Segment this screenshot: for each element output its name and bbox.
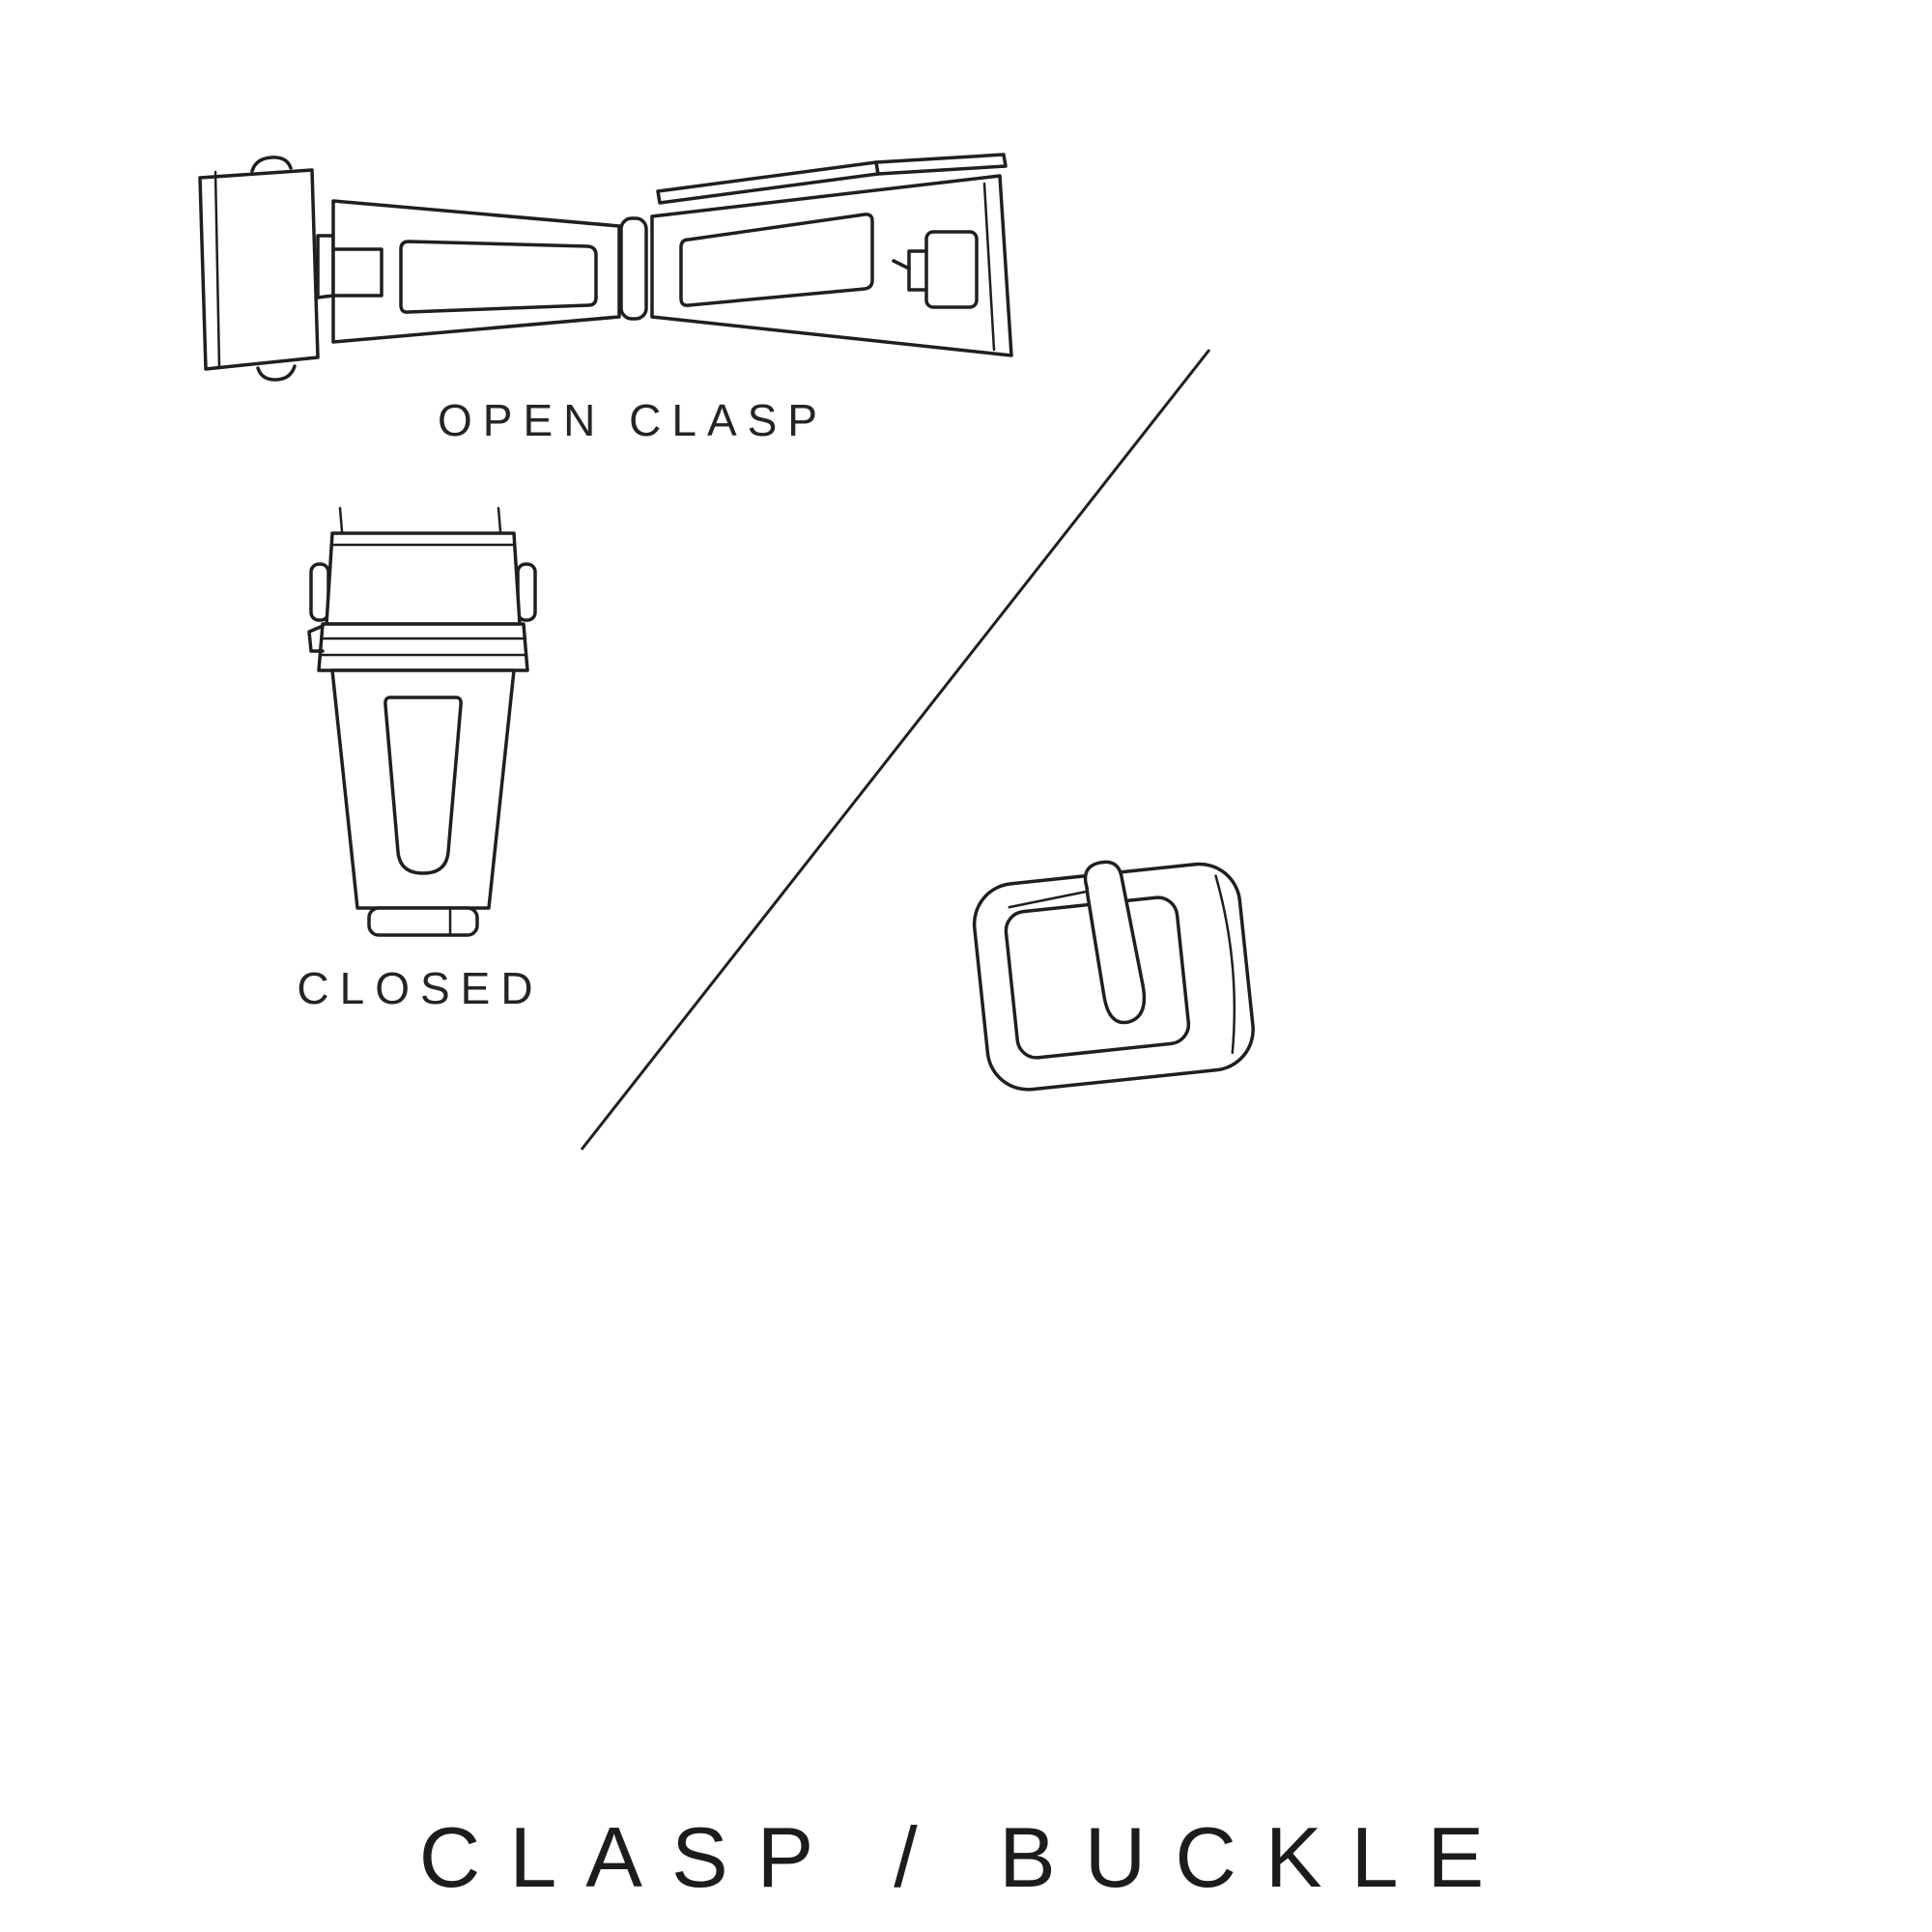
open-clasp-figure (177, 143, 1027, 389)
closed-clasp-label: CLOSED (297, 963, 544, 1013)
page-title: CLASP / BUCKLE (418, 1809, 1514, 1905)
diagonal-divider-line (570, 340, 1227, 1161)
open-clasp-label: OPEN CLASP (438, 395, 828, 445)
closed-clasp-figure (298, 504, 549, 939)
open-clasp-illustration (177, 143, 1027, 389)
tang-buckle-illustration (952, 842, 1280, 1113)
diagonal-divider (570, 340, 1227, 1161)
buckle-figure (952, 842, 1280, 1113)
closed-clasp-illustration (298, 504, 549, 939)
